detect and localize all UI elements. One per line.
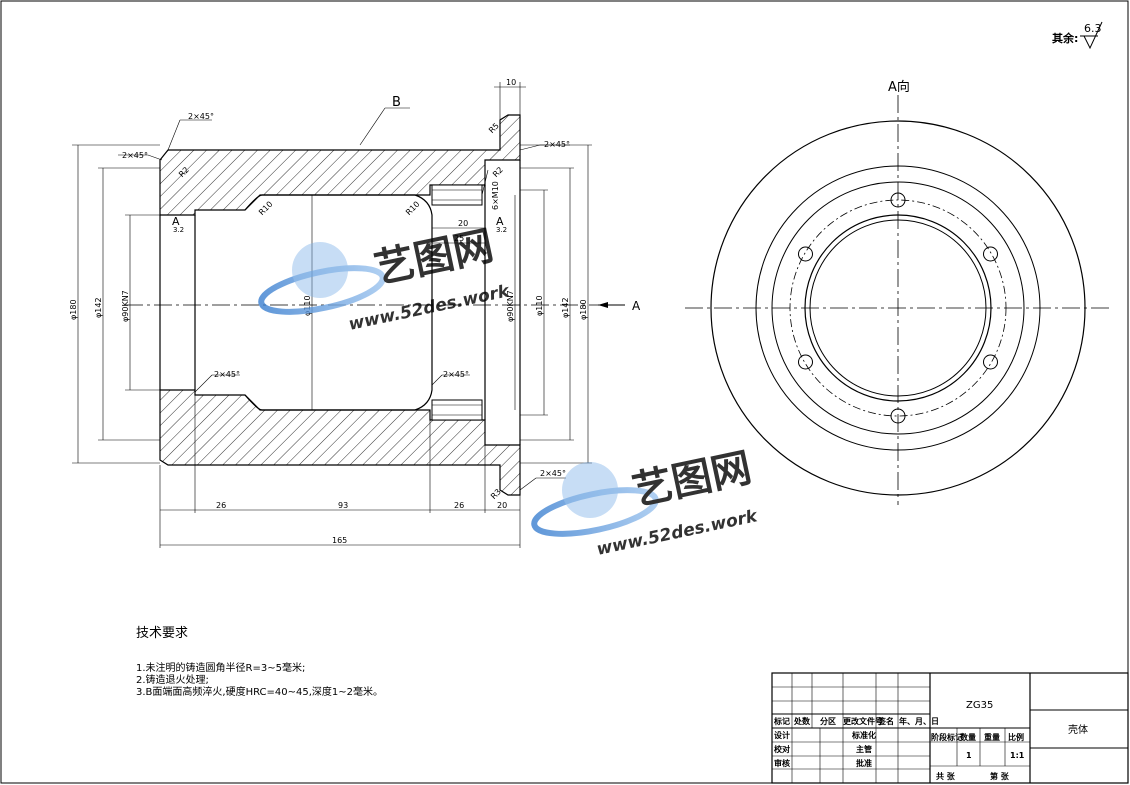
section-view: B 10 2×45° 2×45° 2×45° 2×45° 2×45° 2×45°…: [69, 78, 641, 548]
end-view: A向: [685, 79, 1112, 505]
tb-weight-label: 重量: [984, 732, 1000, 742]
tb-chief: 主管: [856, 744, 872, 754]
tb-scale-value: 1:1: [1010, 751, 1025, 760]
dim-r10-a: R10: [257, 200, 275, 218]
dim-20-b: 20: [497, 501, 507, 510]
tb-row-review: 审核: [774, 758, 790, 768]
view-label-a: A向: [888, 79, 910, 95]
watermark-url-2: www.52des.work: [595, 506, 761, 560]
dim-chamfer-5: 2×45°: [443, 370, 469, 379]
tb-stage-label: 阶段标记: [931, 732, 963, 742]
dim-d180-right: φ180: [579, 299, 588, 320]
dim-d142-left: φ142: [94, 297, 103, 318]
roughness-prefix: 其余:: [1052, 31, 1078, 45]
note-item-2: 2.铸造退火处理;: [136, 675, 209, 686]
watermark-1: 艺图网 www.52des.work: [258, 223, 513, 335]
dim-20: 20: [458, 219, 468, 228]
tb-header-date: 年、月、日: [899, 716, 939, 726]
roughness-note: 其余: 6.3: [1052, 21, 1103, 50]
dim-chamfer-3: 2×45°: [544, 140, 570, 149]
dim-d110-right: φ110: [535, 295, 544, 316]
dim-d110: φ110: [303, 295, 312, 316]
dim-r2-b: R2: [491, 165, 505, 179]
technical-requirements: 技术要求 1.未注明的铸造圆角半径R=3~5毫米; 2.铸造退火处理; 3.B面…: [136, 622, 383, 699]
tb-header-zone: 分区: [820, 716, 836, 726]
surface-mark-a-2: A: [496, 215, 504, 228]
dim-165: 165: [332, 536, 347, 545]
dim-m10: 6×M10: [491, 181, 500, 210]
notes-title: 技术要求: [136, 626, 189, 641]
tb-header-file: 更改文件号: [843, 716, 883, 726]
title-block: [771, 672, 1129, 784]
tb-header-mark: 标记: [773, 716, 790, 726]
tb-approve: 批准: [856, 758, 872, 768]
note-item-1: 1.未注明的铸造圆角半径R=3~5毫米;: [136, 663, 306, 674]
tb-sheet-no: 第 张: [990, 771, 1010, 781]
dim-chamfer-6: 2×45°: [540, 469, 566, 478]
dim-chamfer-2: 2×45°: [122, 151, 148, 160]
dim-93: 93: [338, 501, 348, 510]
tb-qty-label: 数量: [960, 732, 976, 742]
dim-r5: R5: [487, 121, 501, 135]
tb-part-name: 壳体: [1068, 723, 1088, 736]
dim-26-a: 26: [216, 501, 226, 510]
watermark-brand-1: 艺图网: [371, 223, 498, 293]
tb-row-design: 设计: [774, 730, 790, 740]
surface-mark-a-1: A: [172, 215, 180, 228]
dim-d90-left: φ90KN7: [121, 290, 130, 322]
dim-d90-right: φ90KN7: [506, 290, 515, 322]
tb-sheets-total: 共 张: [936, 771, 956, 781]
dim-10: 10: [506, 78, 516, 87]
watermark-brand-2: 艺图网: [629, 445, 756, 515]
note-item-3: 3.B面端面高频淬火,硬度HRC=40~45,深度1~2毫米。: [136, 687, 384, 698]
dim-26-b: 26: [454, 501, 464, 510]
roughness-mark-1: 3.2: [173, 226, 184, 234]
tb-material: ZG35: [966, 700, 993, 711]
tb-std: 标准化: [851, 730, 876, 740]
dim-chamfer-1: 2×45°: [188, 112, 214, 121]
dim-chamfer-4: 2×45°: [214, 370, 240, 379]
roughness-mark-2: 3.2: [496, 226, 507, 234]
dim-r10-b: R10: [404, 200, 422, 218]
dim-d180-left: φ180: [69, 299, 78, 320]
title-block-text: 标记 处数 分区 更改文件号 签名 年、月、日 设计 校对 审核 标准化 主管 …: [773, 700, 1088, 781]
dim-d142-right: φ142: [561, 297, 570, 318]
tb-row-check: 校对: [774, 744, 790, 754]
watermark-2: 艺图网 www.52des.work: [531, 445, 761, 560]
tb-scale-label: 比例: [1008, 732, 1024, 742]
section-b-label: B: [392, 95, 401, 110]
tb-qty-value: 1: [966, 751, 972, 760]
tb-header-sign: 签名: [877, 716, 894, 726]
tb-header-count: 处数: [793, 716, 811, 726]
dim-25: 25: [454, 234, 464, 243]
view-arrow-a: A: [632, 299, 641, 313]
